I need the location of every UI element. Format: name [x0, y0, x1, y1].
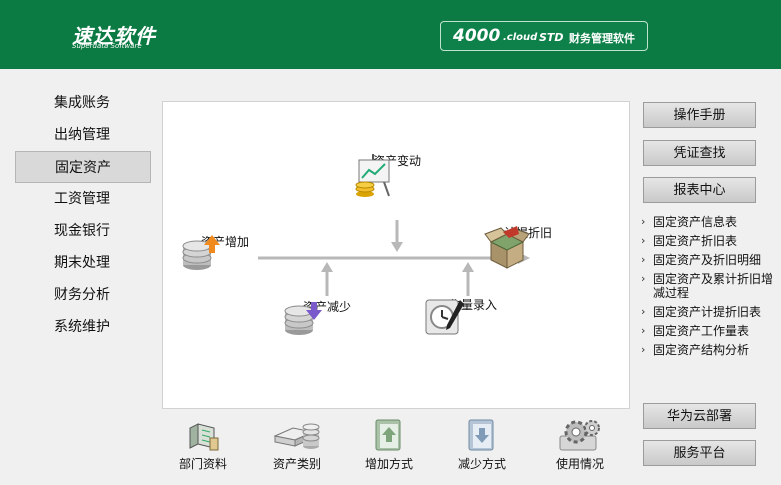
edition-label: STD — [539, 31, 564, 44]
reduce-method-icon — [468, 419, 494, 451]
presentation-board-coins-icon — [355, 154, 390, 197]
tool-departments[interactable]: 部门资料 — [163, 418, 243, 472]
report-center-button[interactable]: 报表中心 — [643, 177, 756, 203]
chevron-right-icon: › — [641, 324, 646, 337]
node-asset-change[interactable]: 资产变动 — [352, 152, 442, 197]
toolbar-bottom: 部门资料 资产类别 增加方式 减少方式 — [162, 416, 630, 482]
report-link-label: 固定资产及累计折旧增减过程 — [653, 272, 774, 300]
report-link-accum-depr-changes[interactable]: › 固定资产及累计折旧增减过程 — [641, 272, 781, 300]
chevron-right-icon: › — [641, 215, 646, 228]
flow-diagram: 资产变动 资产增加 计提折旧 — [162, 101, 630, 409]
product-name: 财务管理软件 — [569, 32, 635, 45]
tool-label: 减少方式 — [457, 457, 506, 471]
coin-stack-up-arrow-icon — [182, 235, 220, 270]
nav-item-period-end[interactable]: 期末处理 — [54, 255, 110, 271]
nav-item-payroll[interactable]: 工资管理 — [54, 191, 110, 207]
report-link-structure-analysis[interactable]: › 固定资产结构分析 — [641, 343, 781, 357]
product-badge: 4000 .cloud STD 财务管理软件 — [440, 21, 648, 51]
tool-asset-categories[interactable]: 资产类别 — [257, 418, 337, 472]
node-workload-entry[interactable]: 工作量录入 — [422, 296, 512, 335]
coin-stack-down-arrow-icon — [284, 302, 322, 335]
report-link-label: 固定资产计提折旧表 — [653, 305, 762, 319]
chevron-right-icon: › — [641, 272, 646, 285]
nav-item-fixed-assets[interactable]: 固定资产 — [15, 151, 151, 183]
open-box-icon — [484, 226, 530, 269]
tool-label: 部门资料 — [178, 457, 227, 471]
tool-reduce-method[interactable]: 减少方式 — [442, 418, 522, 472]
nav-item-integrated-accounts[interactable]: 集成账务 — [54, 95, 110, 111]
gears-icon — [559, 420, 600, 451]
app-header: 速达软件 Superdata Software 4000 .cloud STD … — [0, 0, 781, 69]
tool-usage-status[interactable]: 使用情况 — [540, 418, 620, 472]
chevron-right-icon: › — [641, 234, 646, 247]
left-nav: 集成账务 出纳管理 固定资产 工资管理 现金银行 期末处理 财务分析 系统维护 — [15, 87, 151, 343]
node-asset-reduce[interactable]: 资产减少 — [282, 298, 372, 335]
report-link-label: 固定资产信息表 — [653, 215, 738, 229]
chevron-right-icon: › — [641, 253, 646, 266]
cloud-label: .cloud — [503, 32, 538, 43]
chevron-right-icon: › — [641, 305, 646, 318]
nav-item-financial-analysis[interactable]: 财务分析 — [54, 287, 110, 303]
report-link-label: 固定资产结构分析 — [653, 343, 750, 357]
report-link-depr-provision[interactable]: › 固定资产计提折旧表 — [641, 305, 781, 319]
report-link-workload[interactable]: › 固定资产工作量表 — [641, 324, 781, 338]
report-link-depreciation[interactable]: › 固定资产折旧表 — [641, 234, 781, 248]
huawei-cloud-button[interactable]: 华为云部署 — [643, 403, 756, 429]
flow-connectors — [258, 220, 530, 296]
node-depreciation[interactable]: 计提折旧 — [483, 224, 573, 269]
logo-subtitle: Superdata Software — [72, 42, 142, 50]
workload-arrowhead — [462, 262, 474, 272]
report-link-asset-depr-detail[interactable]: › 固定资产及折旧明细 — [641, 253, 781, 267]
report-link-label: 固定资产折旧表 — [653, 234, 738, 248]
tool-label: 使用情况 — [555, 457, 604, 471]
logo: 速达软件 — [72, 24, 156, 48]
tool-add-method[interactable]: 增加方式 — [349, 418, 429, 472]
version-number: 4000 — [453, 26, 501, 46]
add-method-icon — [375, 419, 401, 451]
building-icon — [189, 423, 219, 451]
nav-item-system-maintenance[interactable]: 系统维护 — [54, 319, 110, 335]
change-arrowhead — [391, 242, 403, 252]
report-link-label: 固定资产工作量表 — [653, 324, 750, 338]
nav-item-cash-bank[interactable]: 现金银行 — [54, 223, 110, 239]
report-link-asset-info[interactable]: › 固定资产信息表 — [641, 215, 781, 229]
nav-item-cashier[interactable]: 出纳管理 — [54, 127, 110, 143]
report-link-label: 固定资产及折旧明细 — [653, 253, 762, 267]
voucher-search-button[interactable]: 凭证查找 — [643, 140, 756, 166]
service-platform-button[interactable]: 服务平台 — [643, 440, 756, 466]
tool-label: 增加方式 — [364, 457, 413, 471]
manual-button[interactable]: 操作手册 — [643, 102, 756, 128]
node-asset-add[interactable]: 资产增加 — [180, 233, 270, 270]
chevron-right-icon: › — [641, 343, 646, 356]
reduce-arrowhead — [321, 262, 333, 272]
tool-label: 资产类别 — [272, 457, 321, 471]
clock-pen-icon — [425, 299, 464, 335]
server-stack-icon — [273, 423, 320, 449]
report-links: › 固定资产信息表 › 固定资产折旧表 › 固定资产及折旧明细 › 固定资产及累计折旧增… — [641, 215, 781, 362]
